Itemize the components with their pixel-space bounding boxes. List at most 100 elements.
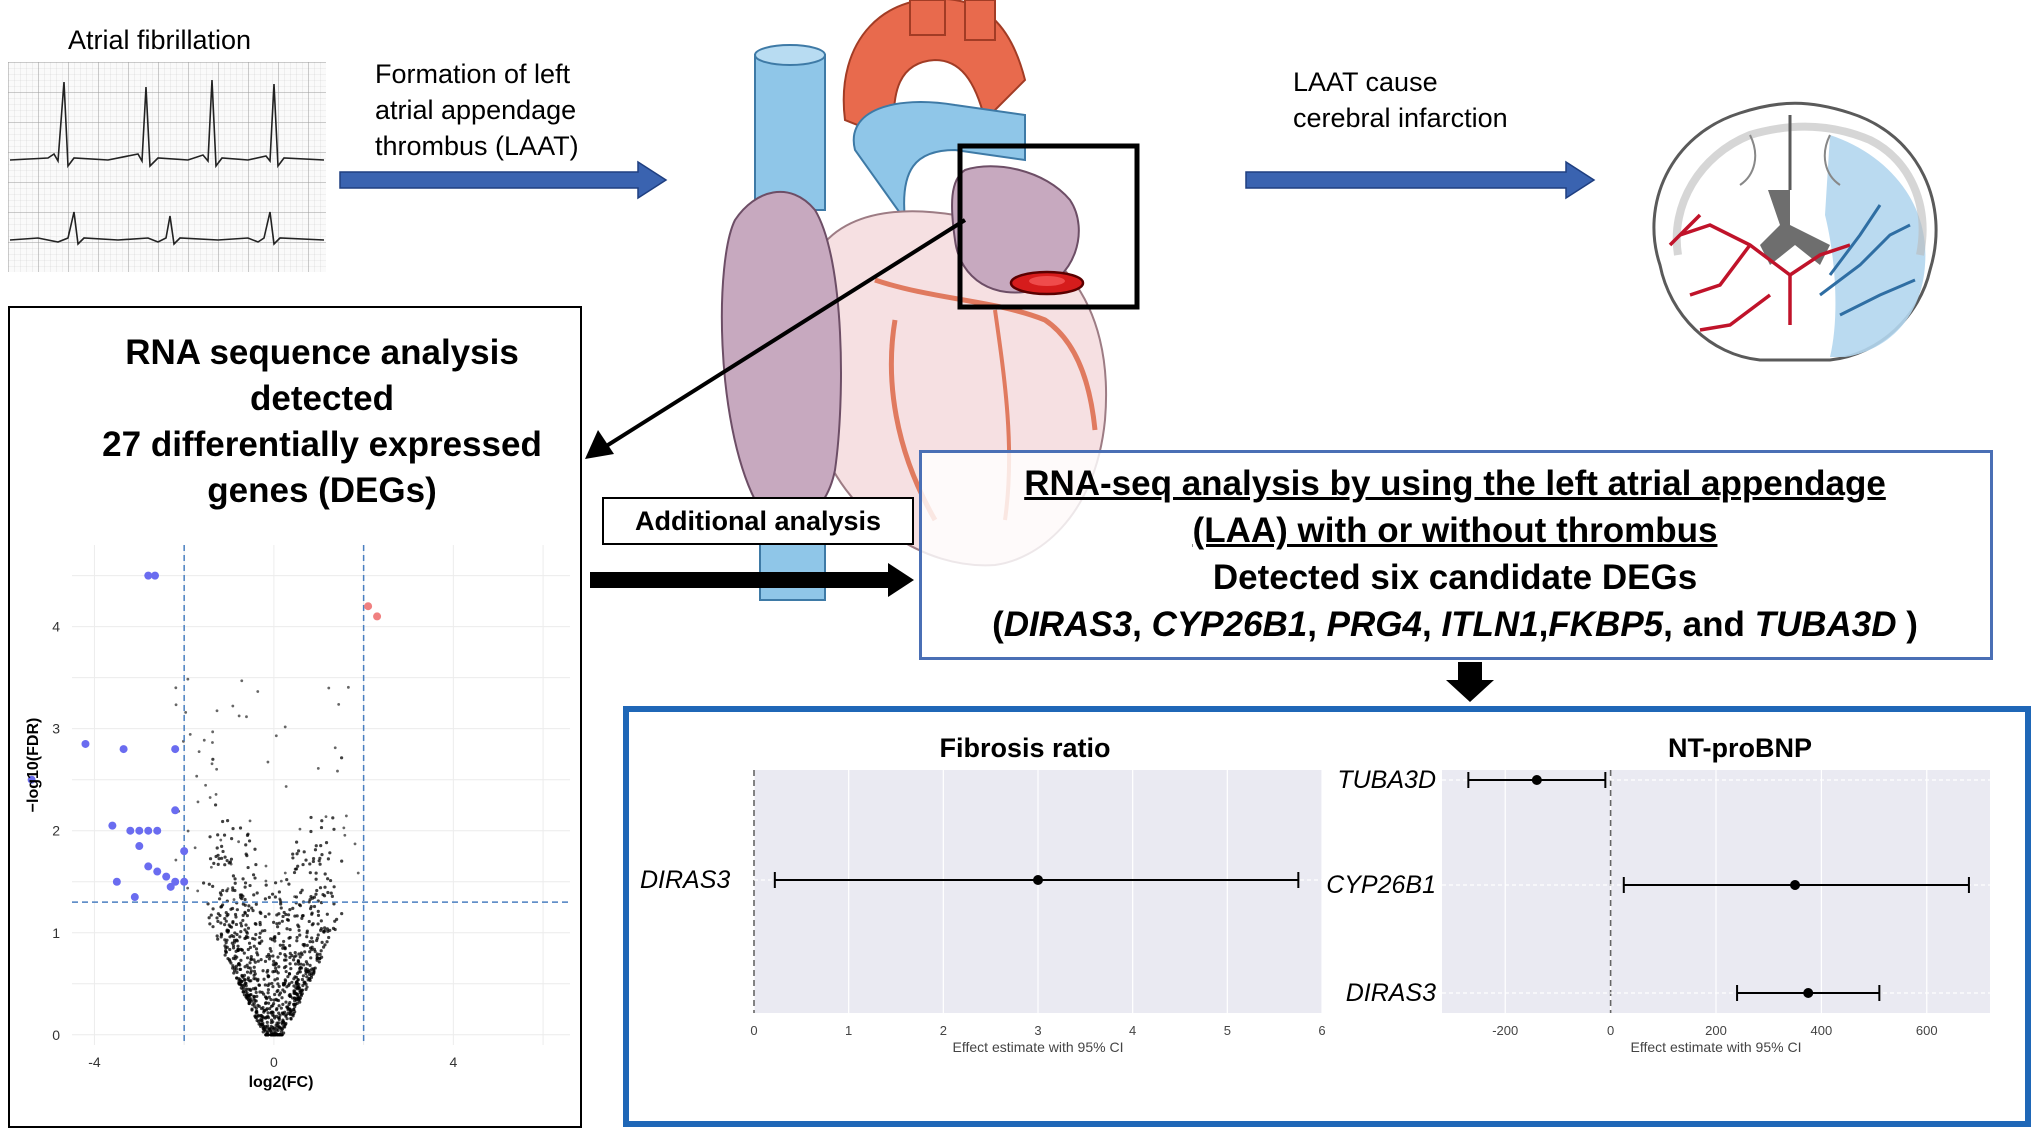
volcano-point-ns (255, 951, 259, 955)
volcano-point-ns (219, 921, 223, 925)
gene-and: , and (1663, 605, 1755, 644)
volcano-point-ns (280, 1022, 284, 1026)
volcano-point-ns (259, 957, 263, 962)
volcano-point-ns (298, 904, 303, 908)
forest-x-tick: 5 (1224, 1023, 1231, 1038)
volcano-y-tick: 2 (52, 823, 60, 839)
volcano-point-ns (257, 1004, 261, 1009)
volcano-point-ns (278, 952, 282, 956)
volcano-point-ns (309, 956, 313, 960)
volcano-point-down (135, 842, 144, 851)
volcano-point-ns (252, 965, 256, 969)
volcano-point-ns (211, 757, 215, 761)
volcano-point-ns (260, 939, 264, 943)
ecg-trace-1 (9, 79, 325, 169)
volcano-point-ns (275, 1033, 279, 1037)
volcano-point-ns (246, 947, 250, 952)
volcano-point-ns (319, 927, 324, 931)
volcano-point-ns (273, 881, 278, 885)
ecg-label: Atrial fibrillation (68, 25, 252, 55)
volcano-point-ns (219, 932, 223, 936)
volcano-point-ns (256, 1019, 261, 1024)
volcano-point-ns (207, 882, 211, 886)
volcano-point-ns (302, 981, 306, 985)
volcano-point-ns (208, 796, 212, 799)
volcano-point-ns (269, 1029, 273, 1033)
volcano-point-ns (342, 826, 346, 830)
volcano-point-ns (240, 679, 244, 683)
volcano-point-ns (212, 861, 216, 866)
volcano-point-ns (253, 876, 257, 880)
volcano-y-tick: 1 (52, 925, 60, 941)
volcano-point-ns (314, 877, 318, 881)
volcano-point-ns (241, 975, 245, 979)
volcano-point-ns (249, 969, 253, 973)
volcano-point-ns (226, 887, 230, 891)
volcano-point-ns (316, 909, 320, 913)
forest-x-tick: 3 (1034, 1023, 1041, 1038)
volcano-point-ns (253, 960, 257, 964)
volcano-point-ns (245, 956, 250, 960)
volcano-point-ns (280, 919, 284, 923)
volcano-point-ns (208, 922, 212, 926)
volcano-point-ns (307, 972, 312, 976)
volcano-point-ns (298, 1000, 302, 1004)
volcano-point-ns (273, 963, 277, 967)
heart-illustration (720, 0, 1140, 601)
volcano-point-ns (234, 922, 239, 927)
volcano-point-ns (209, 913, 213, 917)
volcano-point-ns (299, 891, 303, 895)
volcano-point-ns (332, 902, 336, 906)
volcano-point-ns (211, 741, 214, 744)
volcano-point-down (180, 847, 189, 856)
volcano-point-ns (224, 911, 228, 915)
volcano-point-ns (241, 913, 245, 917)
rna-seq-line-1: RNA-seq analysis by using the left atria… (1024, 464, 1886, 503)
volcano-point-ns (243, 881, 248, 885)
volcano-point-ns (300, 888, 304, 892)
volcano-y-tick: 4 (52, 619, 60, 635)
volcano-point-ns (221, 819, 225, 824)
volcano-point-ns (267, 1001, 271, 1005)
volcano-point-ns (288, 962, 292, 966)
volcano-point-ns (231, 956, 235, 960)
volcano-point-ns (308, 862, 312, 866)
volcano-point-ns (326, 890, 330, 895)
volcano-point-ns (196, 889, 200, 893)
volcano-point-ns (236, 944, 240, 948)
volcano-point-ns (288, 908, 292, 912)
volcano-point-ns (289, 1009, 294, 1014)
volcano-point-ns (274, 1008, 279, 1012)
volcano-point-ns (226, 957, 230, 961)
volcano-point-ns (280, 996, 284, 1000)
volcano-point-ns (316, 766, 320, 770)
volcano-point-ns (318, 862, 322, 866)
volcano-point-ns (224, 941, 228, 945)
volcano-point-ns (298, 966, 302, 970)
volcano-point-ns (293, 962, 298, 966)
forest-estimate (1790, 880, 1801, 890)
volcano-point-ns (265, 1020, 269, 1024)
volcano-point-ns (247, 941, 252, 945)
volcano-point-ns (243, 885, 247, 889)
volcano-point-ns (253, 847, 257, 851)
volcano-point-ns (235, 970, 239, 974)
volcano-point-ns (312, 967, 316, 971)
volcano-point-ns (233, 877, 237, 881)
volcano-point-ns (298, 827, 302, 831)
volcano-point-ns (331, 926, 336, 931)
volcano-point-ns (253, 986, 258, 990)
volcano-point-ns (223, 938, 227, 942)
volcano-point-ns (246, 908, 251, 912)
volcano-point-ns (282, 966, 287, 970)
volcano-point-ns (300, 977, 304, 982)
volcano-point-ns (232, 968, 237, 973)
volcano-point-ns (327, 686, 331, 690)
forest-x-label: Effect estimate with 95% CI (953, 1039, 1124, 1055)
volcano-point-ns (275, 913, 279, 917)
volcano-point-ns (248, 966, 252, 970)
volcano-point-ns (236, 948, 240, 953)
deg-title-line-4: genes (DEGs) (207, 471, 437, 510)
volcano-point-ns (207, 916, 211, 920)
volcano-point-ns (317, 859, 321, 863)
